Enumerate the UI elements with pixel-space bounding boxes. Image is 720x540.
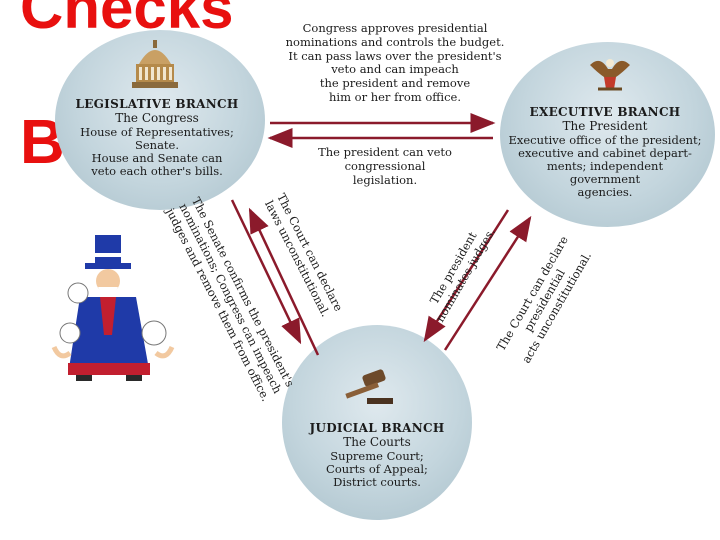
check-text-line: legislation.	[352, 172, 418, 187]
capitol-dome-icon	[132, 40, 178, 88]
legislative-line4: House and Senate can	[91, 151, 223, 166]
arrow-legislative-to-judicial	[230, 199, 302, 345]
presidential-eagle-icon	[590, 59, 630, 91]
check-text-line: veto and can impeach	[331, 62, 459, 77]
check-president-over-congress: The president can veto congressional leg…	[285, 145, 485, 187]
legislative-line3: Senate.	[134, 137, 180, 152]
uncle-sam-illustration	[51, 235, 175, 381]
executive-line3: executive and cabinet depart-	[518, 145, 692, 160]
executive-line2: Executive office of the president;	[508, 132, 702, 147]
executive-line4: ments; independent	[546, 159, 664, 174]
legislative-branch: LEGISLATIVE BRANCH The Congress House of…	[62, 97, 252, 179]
judicial-line3: Courts of Appeal;	[326, 461, 428, 476]
arrow-judicial-to-legislative	[248, 207, 320, 356]
judicial-circle	[282, 325, 472, 520]
executive-line6: agencies.	[577, 185, 633, 200]
judicial-line2: Supreme Court;	[330, 448, 424, 463]
check-text-line: him or her from office.	[329, 89, 461, 104]
check-text-line: The president can veto	[318, 145, 452, 159]
judicial-line4: District courts.	[333, 475, 421, 490]
check-text-line: It can pass laws over the president's	[288, 48, 502, 63]
executive-line5: government	[569, 172, 641, 187]
executive-heading: EXECUTIVE BRANCH	[529, 105, 681, 119]
check-text-line: congressional	[344, 158, 426, 173]
judicial-heading: JUDICIAL BRANCH	[309, 421, 445, 435]
check-text-line: Congress approves presidential	[302, 21, 488, 35]
arrow-executive-to-judicial	[423, 209, 510, 343]
legislative-line2: House of Representatives;	[80, 124, 234, 139]
executive-branch: EXECUTIVE BRANCH The President Executive…	[500, 105, 710, 200]
check-congress-over-president: Congress approves presidential nominatio…	[270, 21, 520, 105]
arrow-judicial-to-executive	[443, 215, 532, 351]
check-text-line: nominations and controls the budget.	[285, 34, 505, 49]
judicial-branch: JUDICIAL BRANCH The Courts Supreme Court…	[292, 421, 462, 490]
executive-line1: The President	[562, 118, 648, 133]
legislative-line5: veto each other's bills.	[91, 164, 223, 179]
slide-title: Checks	[20, 0, 234, 41]
legislative-line1: The Congress	[115, 110, 199, 125]
legislative-heading: LEGISLATIVE BRANCH	[75, 97, 239, 111]
judicial-line1: The Courts	[343, 434, 411, 449]
gavel-icon	[345, 369, 393, 404]
check-text-line: the president and remove	[319, 76, 471, 91]
